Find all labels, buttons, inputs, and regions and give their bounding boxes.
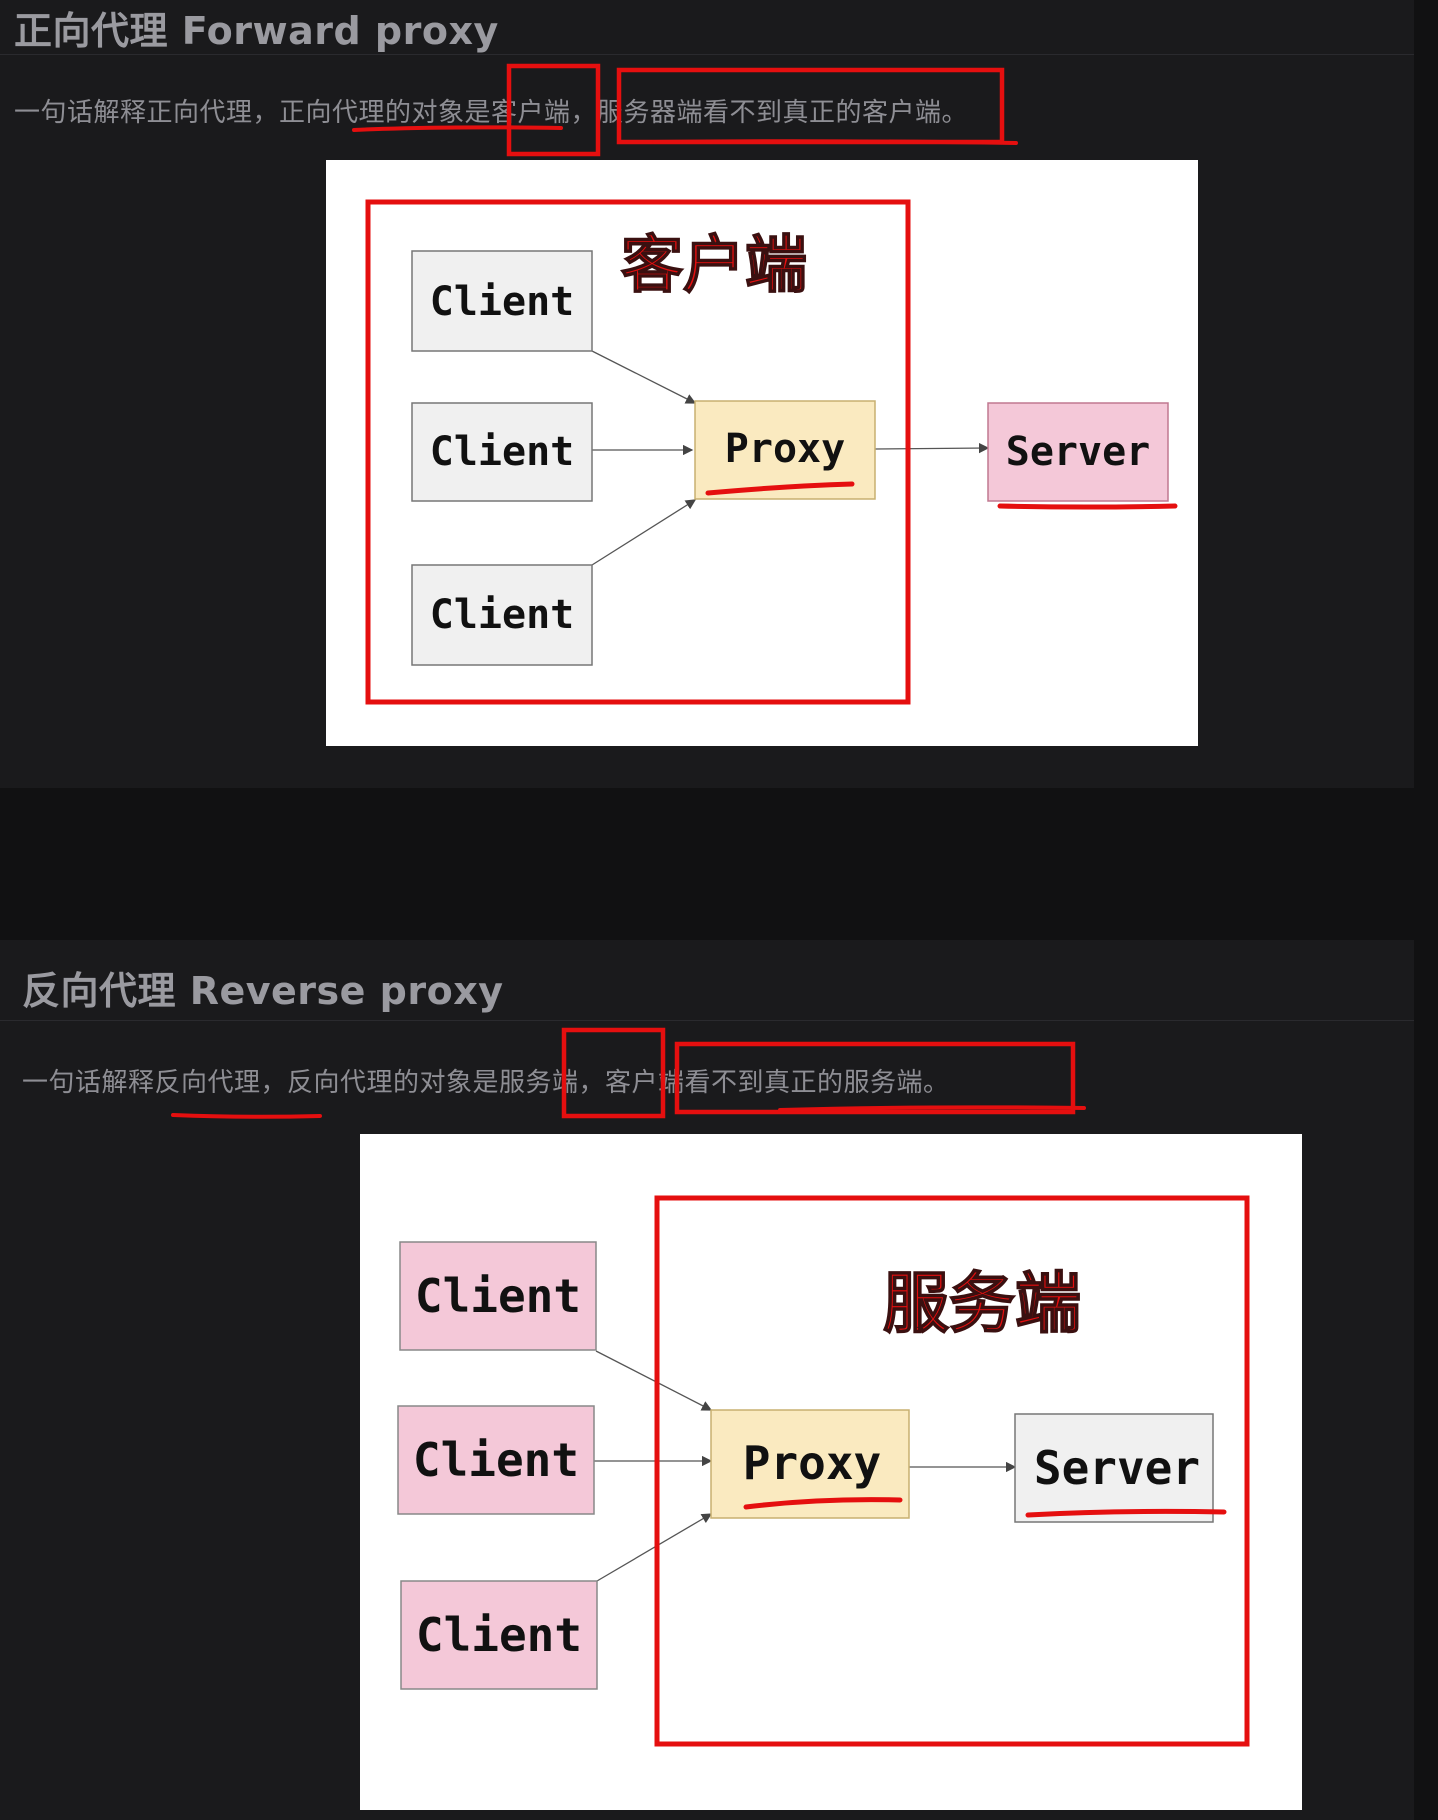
client-label: Client	[416, 1608, 582, 1662]
edge-client3-proxy	[596, 1513, 713, 1582]
client-node: Client	[399, 1241, 597, 1351]
forward-proxy-section: 正向代理 Forward proxy 一句话解释正向代理，正向代理的对象是客户端…	[0, 0, 1414, 788]
forward-proxy-sentence: 一句话解释正向代理，正向代理的对象是客户端，服务器端看不到真正的客户端。	[14, 98, 969, 128]
forward-proxy-heading: 正向代理 Forward proxy	[14, 9, 499, 53]
client-node: Client	[411, 402, 593, 502]
server-label: Server	[1034, 1441, 1200, 1495]
server-side-annotation-box	[654, 1195, 1250, 1747]
edge-client3-proxy	[591, 499, 697, 566]
heading-divider	[0, 54, 1414, 55]
proxy-underline	[705, 481, 855, 496]
client-node: Client	[411, 564, 593, 666]
client-side-annotation-label: 客户端	[621, 228, 807, 301]
reverse-proxy-diagram: Client Client Client Proxy Server 服务端	[360, 1134, 1302, 1810]
forward-diagram-svg: Client Client Client Proxy Server	[365, 199, 1178, 705]
proxy-underline	[743, 1497, 903, 1510]
forward-proxy-diagram: Client Client Client Proxy Server	[326, 160, 1198, 746]
server-label: Server	[1006, 429, 1151, 475]
client-label: Client	[430, 279, 575, 325]
heading-divider	[0, 1020, 1414, 1021]
server-node: Server	[987, 402, 1169, 502]
server-node: Server	[1014, 1413, 1214, 1523]
proxy-label: Proxy	[725, 426, 845, 472]
reverse-diagram-svg: Client Client Client Proxy Server 服务端	[397, 1195, 1250, 1747]
server-underline	[1025, 1508, 1227, 1518]
server-underline	[997, 503, 1178, 510]
edge-client1-proxy	[591, 350, 697, 404]
edge-client1-proxy	[595, 1350, 713, 1411]
proxy-label: Proxy	[743, 1436, 881, 1490]
reverse-proxy-sentence: 一句话解释反向代理，反向代理的对象是服务端，客户端看不到真正的服务端。	[22, 1068, 950, 1098]
client-label: Client	[430, 592, 575, 638]
reverse-proxy-heading: 反向代理 Reverse proxy	[22, 969, 504, 1013]
client-node: Client	[411, 250, 593, 352]
client-label: Client	[413, 1433, 579, 1487]
client-label: Client	[415, 1269, 581, 1323]
client-node: Client	[400, 1580, 598, 1690]
server-side-annotation-label: 服务端	[883, 1265, 1081, 1342]
client-node: Client	[397, 1405, 595, 1515]
edge-proxy-server	[874, 442, 990, 454]
client-label: Client	[430, 429, 575, 475]
client-side-annotation-box	[365, 199, 911, 705]
reverse-proxy-section: 反向代理 Reverse proxy 一句话解释反向代理，反向代理的对象是服务端…	[0, 940, 1414, 1820]
